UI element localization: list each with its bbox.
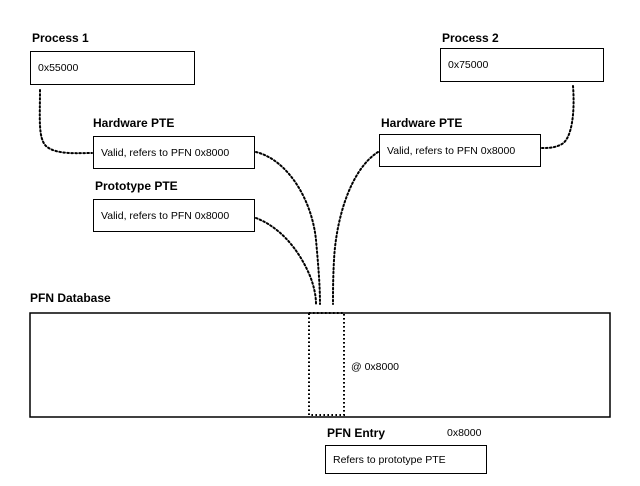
prototype-pte-box: Valid, refers to PFN 0x8000 (93, 199, 255, 232)
process1-address: 0x55000 (38, 62, 79, 74)
hardware-pte-left-box: Valid, refers to PFN 0x8000 (93, 136, 255, 169)
prototype-pte-title: Prototype PTE (95, 179, 178, 193)
pfn-entry-title: PFN Entry (327, 426, 386, 440)
process2-box: 0x75000 (440, 48, 604, 82)
pfn-slot-0x8000 (308, 312, 345, 416)
pfn-database-title: PFN Database (30, 291, 111, 305)
link-process1-to-hardware-pte (38, 89, 93, 155)
link-hardware-pte-left-to-pfn (255, 151, 321, 305)
hardware-pte-left-text: Valid, refers to PFN 0x8000 (101, 146, 230, 159)
process2-title: Process 2 (442, 31, 499, 45)
process2-address: 0x75000 (448, 59, 489, 71)
pfn-slot-label: @ 0x8000 (351, 361, 400, 373)
hardware-pte-left-title: Hardware PTE (93, 116, 175, 130)
link-hardware-pte-right-to-pfn (332, 151, 379, 305)
hardware-pte-right-box: Valid, refers to PFN 0x8000 (379, 134, 541, 167)
pfn-entry-box: Refers to prototype PTE (325, 445, 487, 474)
pfn-database-box (29, 312, 611, 418)
pfn-entry-address: 0x8000 (447, 427, 482, 439)
process1-box: 0x55000 (30, 51, 195, 85)
prototype-pte-text: Valid, refers to PFN 0x8000 (101, 209, 230, 222)
process1-title: Process 1 (32, 31, 89, 45)
hardware-pte-right-title: Hardware PTE (381, 116, 463, 130)
link-prototype-pte-to-pfn (255, 217, 317, 305)
pfn-entry-text: Refers to prototype PTE (333, 453, 446, 466)
link-process2-to-hardware-pte (541, 85, 575, 149)
hardware-pte-right-text: Valid, refers to PFN 0x8000 (387, 144, 516, 157)
